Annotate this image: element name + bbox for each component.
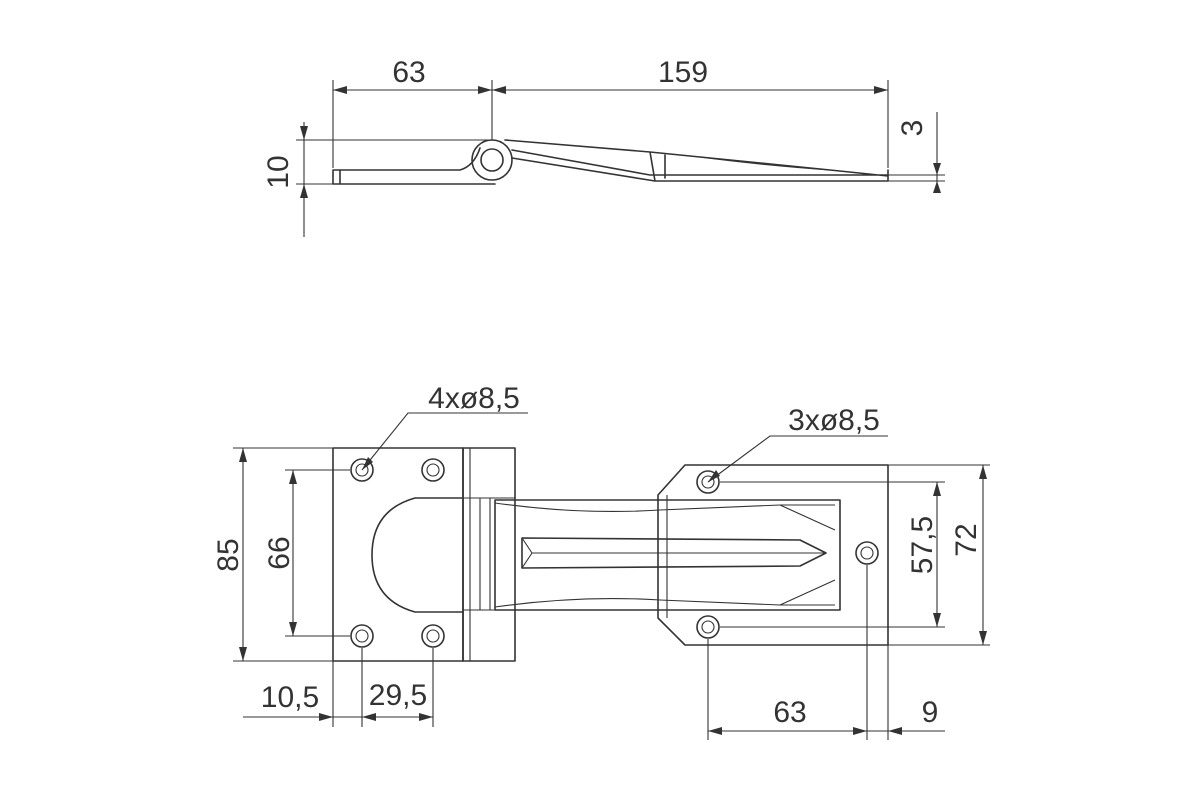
dim-label-29-5: 29,5 <box>369 679 427 712</box>
latch-groove <box>521 537 827 569</box>
arrow <box>289 622 297 636</box>
side-hinge-knuckle <box>471 139 513 181</box>
dim-label-85: 85 <box>212 538 245 571</box>
dim-label-159: 159 <box>658 56 708 89</box>
latch-arm <box>494 499 841 611</box>
arrow <box>362 457 373 470</box>
dim-label-66: 66 <box>263 536 296 569</box>
arrow <box>492 86 506 94</box>
leader-left-holes <box>361 412 528 471</box>
arrow <box>853 727 867 735</box>
right-holes <box>696 470 879 639</box>
latch-arm-edge <box>494 597 835 608</box>
arrow <box>708 727 722 735</box>
holes-right-label: 3xø8,5 <box>788 404 880 437</box>
hole-inner <box>860 546 874 560</box>
arrow <box>478 86 492 94</box>
latch-arm-edge <box>494 502 835 513</box>
dim-label-57-5: 57,5 <box>906 516 939 574</box>
side-view: 63 159 10 3 <box>262 56 945 237</box>
arrow <box>979 465 987 479</box>
arrow <box>362 713 376 721</box>
arrow <box>933 181 941 193</box>
left-holes <box>350 458 445 648</box>
left-dome <box>371 497 464 613</box>
side-latch-arm <box>504 139 889 182</box>
dim-label-3: 3 <box>896 120 929 137</box>
dim-label-10: 10 <box>262 155 295 188</box>
arrow <box>888 727 902 735</box>
hole <box>350 458 374 482</box>
arrow <box>289 470 297 484</box>
arrow <box>239 647 247 661</box>
dim-label-63-side: 63 <box>392 56 425 89</box>
arrow <box>300 126 308 140</box>
hole <box>696 615 720 639</box>
groove-edge <box>521 552 533 569</box>
hole <box>421 458 445 482</box>
hole-inner <box>701 620 715 634</box>
top-view: 4xø8,5 3xø8,5 85 66 72 57,5 <box>212 382 990 740</box>
side-arm-edge <box>699 156 831 171</box>
hole-inner <box>355 629 369 643</box>
leader-right-holes <box>707 435 888 483</box>
arrow <box>979 631 987 645</box>
dim-label-10-5: 10,5 <box>261 681 319 714</box>
arrow <box>300 184 308 198</box>
hole-inner <box>426 463 440 477</box>
arrow <box>239 448 247 462</box>
hole <box>855 541 879 565</box>
hole-inner <box>701 475 715 489</box>
dim-label-9: 9 <box>922 696 939 729</box>
groove-edge <box>521 537 533 554</box>
hole-inner <box>426 629 440 643</box>
dim-label-72: 72 <box>950 523 983 556</box>
arrow <box>708 470 720 482</box>
arrow <box>933 613 941 627</box>
arrow <box>933 163 941 175</box>
arrow <box>874 86 888 94</box>
side-left-leaf <box>332 147 496 185</box>
hinge-block <box>462 447 516 662</box>
hole <box>350 624 374 648</box>
arrow <box>419 713 433 721</box>
dim-label-63-top: 63 <box>773 696 806 729</box>
hole-inner <box>355 463 369 477</box>
arrow <box>933 482 941 496</box>
latch-tip-edge <box>779 504 836 606</box>
right-latch-plate <box>657 464 889 646</box>
hole <box>696 470 720 494</box>
arrow <box>333 86 347 94</box>
holes-left-label: 4xø8,5 <box>428 382 520 415</box>
side-hinge-pin <box>480 148 504 172</box>
arrow <box>319 713 333 721</box>
hole <box>421 624 445 648</box>
